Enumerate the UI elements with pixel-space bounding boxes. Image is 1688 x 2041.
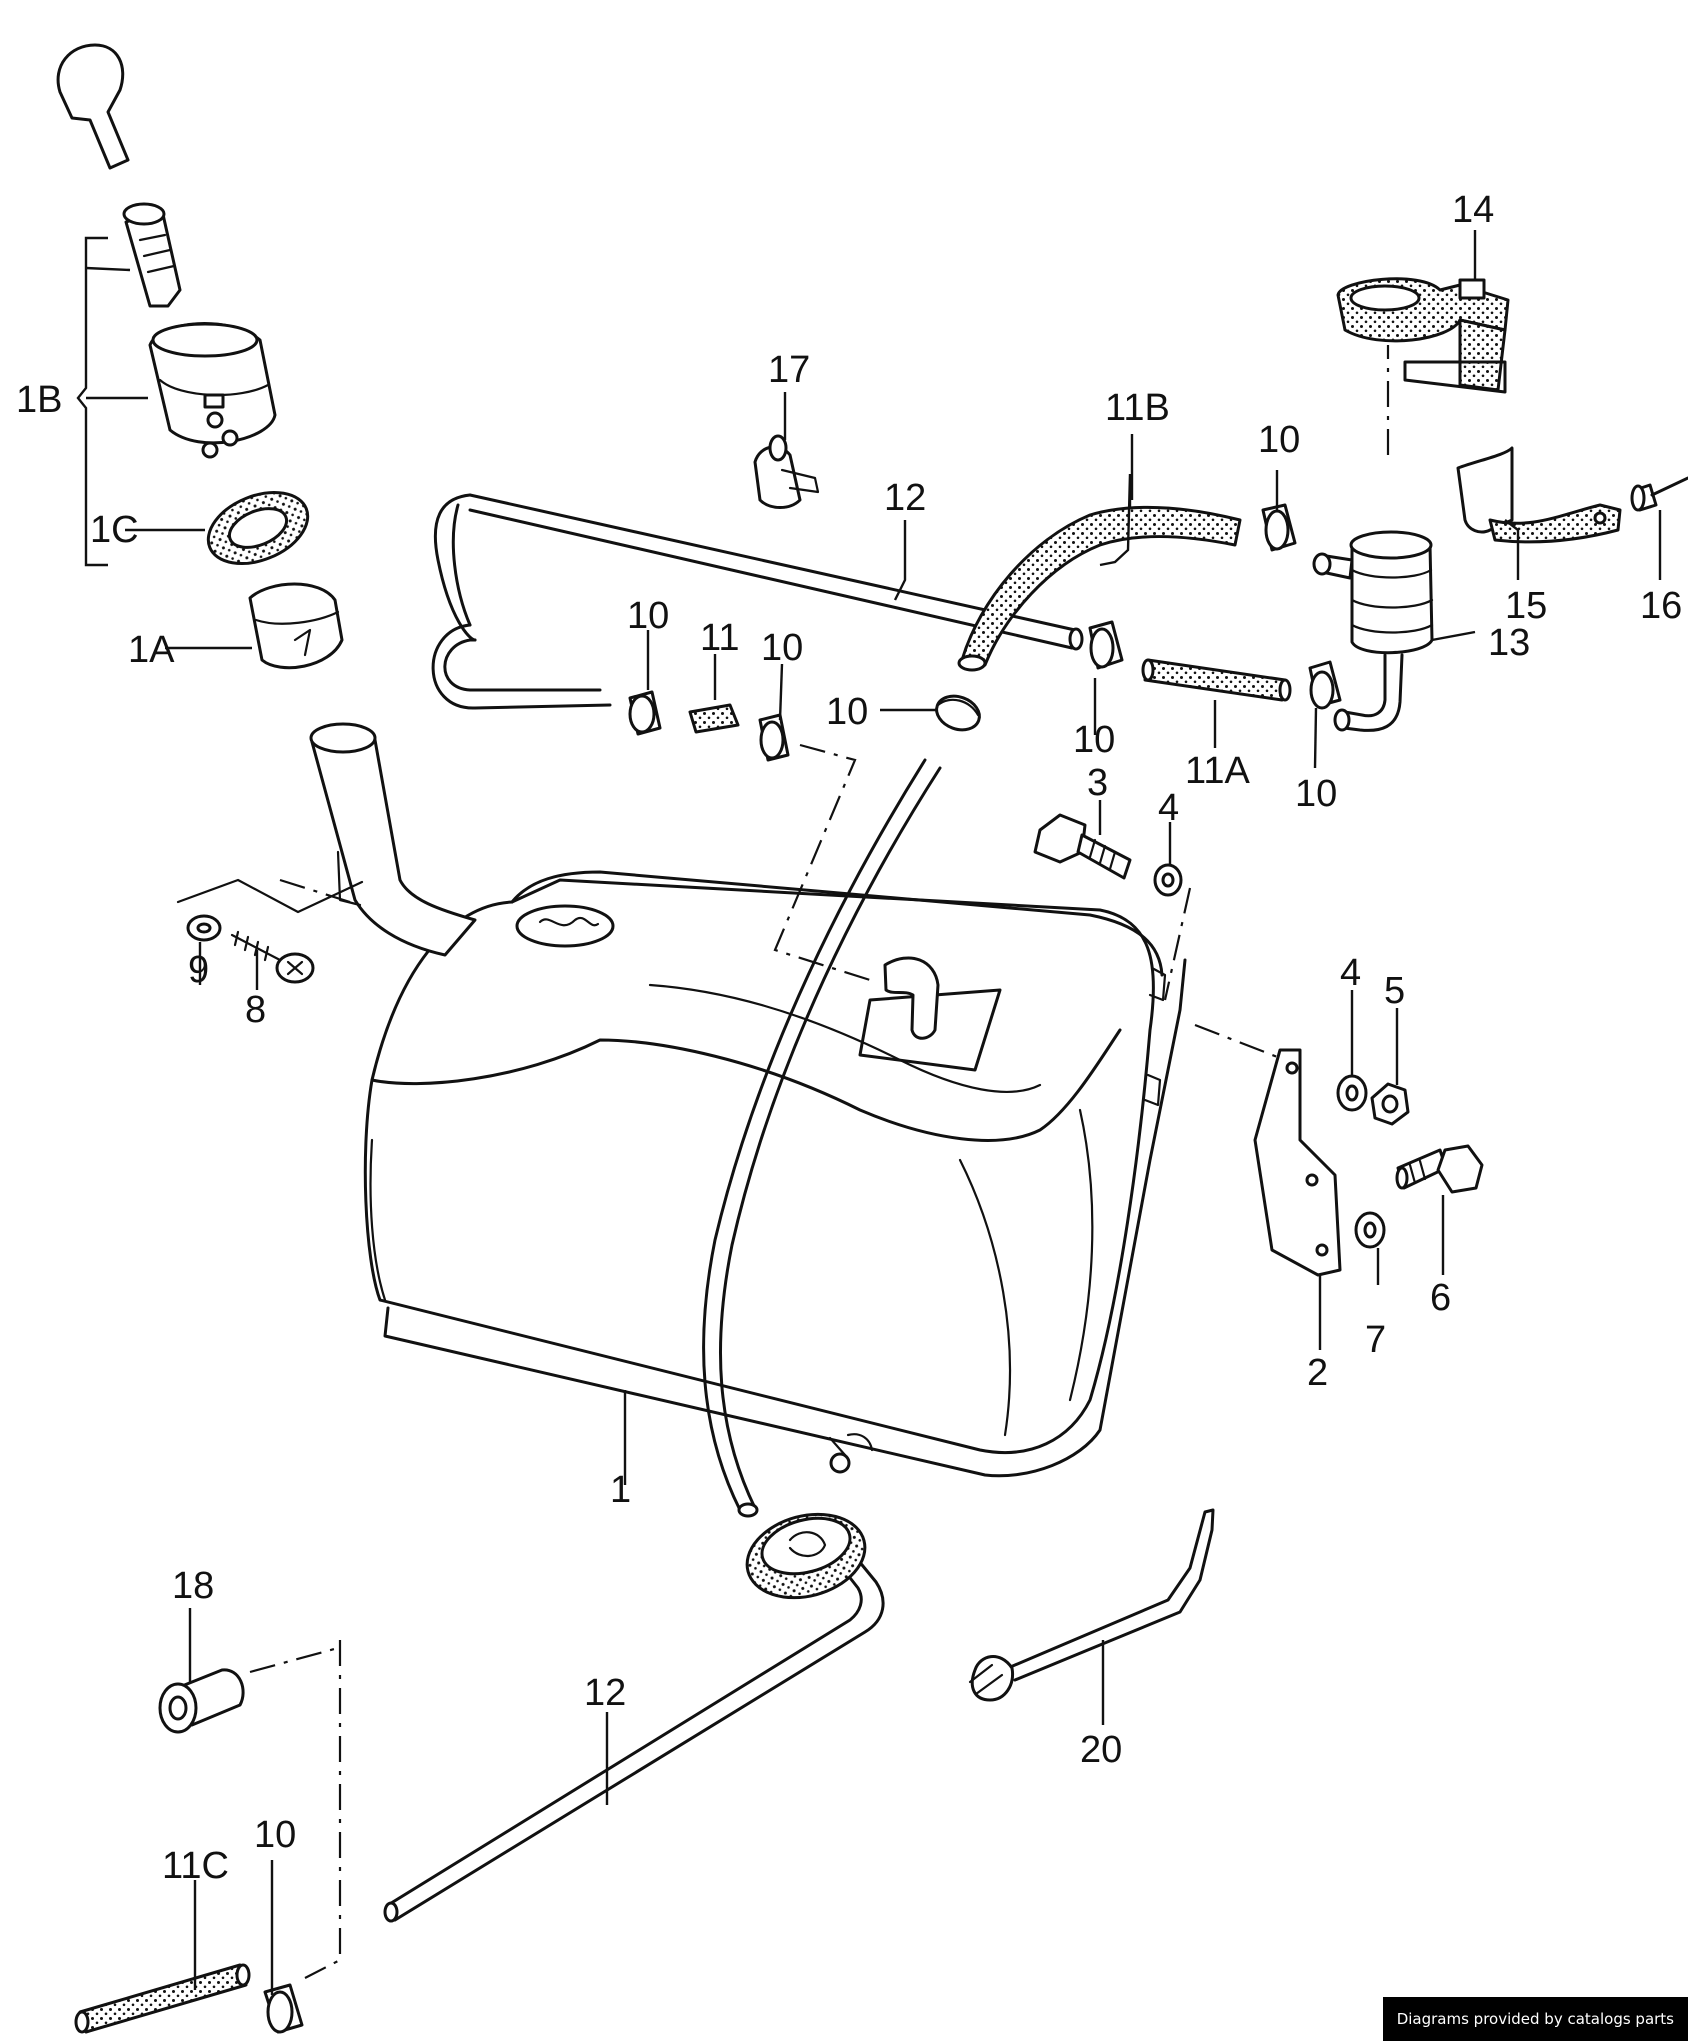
strap-bolt <box>1630 476 1688 512</box>
hose-clamp <box>628 690 662 736</box>
nut <box>1370 1082 1410 1126</box>
hose-clamp <box>263 1983 304 2034</box>
callout-8: 8 <box>245 989 266 1031</box>
hose-11A <box>1141 658 1292 702</box>
screw <box>230 930 315 984</box>
callout-6: 6 <box>1430 1277 1451 1319</box>
hose-11B <box>957 505 1242 672</box>
callout-9: 9 <box>188 949 209 991</box>
hose-clamp <box>1308 660 1342 710</box>
callout-11C: 11C <box>162 1845 229 1887</box>
callout-10: 10 <box>1073 719 1115 761</box>
bracket-plate <box>176 878 364 914</box>
mounting-bracket <box>1253 1048 1342 1277</box>
callout-labels: 1 1A 1B 1C 2 3 4 4 5 6 7 8 9 10 10 10 10… <box>16 189 1682 1887</box>
fuel-cap-lock-cylinder <box>122 202 182 308</box>
callout-10: 10 <box>1295 773 1337 815</box>
callout-4: 4 <box>1158 787 1179 829</box>
callout-1C: 1C <box>90 509 139 551</box>
callout-7: 7 <box>1365 1319 1386 1361</box>
hose-clamp <box>1261 503 1297 552</box>
callout-3: 3 <box>1087 762 1108 804</box>
callout-1B: 1B <box>16 379 62 421</box>
fuel-line-12-lower <box>383 1553 885 1923</box>
fuel-cap-gasket <box>206 491 310 565</box>
callout-5: 5 <box>1384 970 1405 1012</box>
callout-4: 4 <box>1340 952 1361 994</box>
washer <box>1354 1211 1386 1249</box>
callout-10: 10 <box>826 691 868 733</box>
fuel-cap-retainer <box>248 582 344 670</box>
callout-13: 13 <box>1488 622 1530 664</box>
mounting-strap <box>1456 446 1622 544</box>
callout-11A: 11A <box>1185 750 1250 792</box>
hose-clamp <box>758 713 790 762</box>
filter-bracket <box>1336 277 1510 394</box>
hose-clamp <box>1088 620 1124 670</box>
callout-17: 17 <box>768 349 810 391</box>
callout-15: 15 <box>1505 585 1547 627</box>
callout-11: 11 <box>700 617 739 659</box>
vent-pipe <box>702 758 942 1518</box>
hose-11C <box>74 1963 251 2034</box>
washer <box>186 914 222 942</box>
callout-10: 10 <box>1258 419 1300 461</box>
callout-10: 10 <box>254 1814 296 1856</box>
bolt <box>1395 1144 1484 1194</box>
leader-lines <box>188 230 1662 1995</box>
fuel-line-12-upper <box>431 493 1084 710</box>
callout-20: 20 <box>1080 1729 1122 1771</box>
callout-10: 10 <box>761 627 803 669</box>
seal-ring <box>745 1512 867 1600</box>
callout-10: 10 <box>627 595 669 637</box>
hose-11 <box>688 703 740 734</box>
callout-14: 14 <box>1452 189 1494 231</box>
callout-1: 1 <box>610 1469 631 1511</box>
diagram-credit: Diagrams provided by catalogs parts <box>1382 1997 1688 2041</box>
washer <box>1153 863 1183 897</box>
fuel-cap-key <box>56 43 130 170</box>
hose-clamp <box>935 694 981 732</box>
retaining-pin <box>968 1508 1215 1702</box>
callout-12: 12 <box>884 477 926 519</box>
bolt <box>1033 813 1132 880</box>
callout-18: 18 <box>172 1565 214 1607</box>
callout-12: 12 <box>584 1672 626 1714</box>
plug <box>158 1668 245 1734</box>
callout-1A: 1A <box>128 629 175 671</box>
callout-11B: 11B <box>1105 387 1170 429</box>
fuel-tank <box>309 722 1187 1478</box>
fuel-filter <box>1312 530 1434 732</box>
washer <box>1336 1074 1368 1112</box>
fuel-cap-body <box>148 322 277 459</box>
line-clip <box>753 434 820 509</box>
callout-2: 2 <box>1307 1352 1328 1394</box>
callout-16: 16 <box>1640 585 1682 627</box>
bracket-1B <box>76 236 108 567</box>
assembly-lines <box>249 345 1390 1979</box>
